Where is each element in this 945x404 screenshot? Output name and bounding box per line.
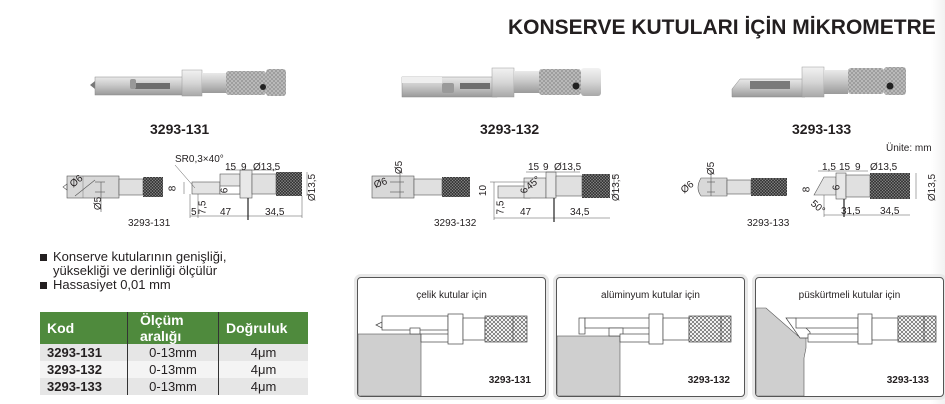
dim-133-right-d13: Ø13,5: [927, 173, 939, 202]
dim-131-sr: SR0,3×40°: [175, 154, 224, 165]
panel-caption: püskürtmeli kutular için: [798, 290, 901, 301]
dim-131-top-d13: Ø13,5: [253, 162, 281, 173]
panel-code: 3293-133: [886, 375, 929, 386]
sprayed-can-usage-icon: [756, 307, 937, 396]
dim-132-top-d13: Ø13,5: [554, 162, 582, 173]
cell-code: 3293-133: [40, 378, 128, 395]
dim-132-top-9: 9: [543, 162, 549, 173]
dim-133-d5: Ø5: [706, 161, 718, 176]
cell-accuracy: 4μm: [218, 344, 308, 361]
cell-accuracy: 4μm: [218, 378, 308, 395]
panel-code: 3293-132: [687, 375, 730, 386]
dim-132-top-15: 15: [528, 162, 540, 173]
product-code-133: 3293-133: [792, 121, 852, 137]
feature-list: Konserve kutularının genişliği, yüksekli…: [40, 250, 226, 292]
header-range: Ölçüm aralığı: [127, 312, 219, 344]
dim-133-top-d13: Ø13,5: [870, 162, 898, 173]
dim-133-top-1_5: 1,5: [822, 162, 836, 173]
header-code: Kod: [40, 312, 128, 344]
micrometer-photo-131-icon: [90, 65, 290, 105]
cell-range: 0-13mm: [127, 378, 219, 395]
dim-131-right-d13: Ø13,5: [307, 173, 319, 202]
dim-131-bottom-34_5: 34,5: [265, 207, 285, 218]
table-row: 3293-131 0-13mm 4μm: [40, 344, 308, 361]
dim-131-top-9: 9: [241, 162, 247, 173]
dim-133-d6: Ø6: [679, 178, 697, 197]
product-code-132: 3293-132: [480, 121, 540, 137]
table-row: 3293-132 0-13mm 4μm: [40, 361, 308, 378]
page-title: KONSERVE KUTULARI İÇİN MİKROMETRE: [508, 16, 936, 39]
cell-code: 3293-132: [40, 361, 128, 378]
spec-table: Kod Ölçüm aralığı Doğruluk 3293-131 0-13…: [40, 312, 308, 395]
dim-133-bottom-34_5: 34,5: [880, 206, 900, 217]
usage-panel-steel: çelik kutular için 3293-131: [357, 277, 546, 397]
cell-range: 0-13mm: [127, 361, 219, 378]
drawing-code-133: 3293-133: [747, 218, 790, 229]
steel-can-usage-icon: [358, 313, 528, 396]
dim-131-bottom-47: 47: [220, 207, 232, 218]
drawing-131-side-view: [174, 160, 310, 222]
dim-132-left-10: 10: [478, 184, 490, 197]
micrometer-photo-132-icon: [400, 65, 605, 105]
drawing-132-end-view: [370, 170, 480, 210]
dim-133-left-8: 8: [801, 186, 813, 193]
aluminium-can-usage-icon: [557, 313, 732, 396]
feature-item: Hassasiyet 0,01 mm: [40, 278, 226, 292]
header-accuracy: Doğruluk: [218, 312, 308, 344]
dim-132-left-6: 6: [519, 187, 531, 194]
dim-131-left-6: 6: [219, 187, 231, 194]
panel-code: 3293-131: [488, 375, 531, 386]
dim-132-bottom-34_5: 34,5: [570, 207, 590, 218]
dim-133-top-9: 9: [855, 162, 861, 173]
drawing-132-side-view: [490, 160, 620, 222]
dim-132-left-7_5: 7,5: [495, 200, 507, 215]
dim-131-left-7_5: 7,5: [197, 200, 209, 215]
table-header-row: Kod Ölçüm aralığı Doğruluk: [40, 312, 308, 344]
dim-133-bottom-31_5: 31,5: [841, 206, 861, 217]
dim-132-bottom-47: 47: [520, 207, 532, 218]
dim-132-d5: Ø5: [394, 160, 406, 175]
cell-code: 3293-131: [40, 344, 128, 361]
usage-panel-sprayed: püskürtmeli kutular için 3293-133: [755, 277, 944, 397]
dim-131-bottom-5: 5: [191, 207, 197, 218]
drawing-133-end-view: [695, 170, 795, 210]
dim-131-left-8: 8: [167, 185, 179, 192]
dim-133-left-6: 6: [831, 184, 843, 191]
table-row: 3293-133 0-13mm 4μm: [40, 378, 308, 395]
dim-131-d5: Ø5: [93, 196, 105, 211]
drawing-code-132: 3293-132: [434, 218, 477, 229]
drawing-131-end-view: [55, 170, 165, 212]
feature-item-continued: yüksekliği ve derinliği ölçülür: [53, 263, 218, 278]
unit-label: Ünite: mm: [886, 143, 932, 154]
panel-caption: çelik kutular için: [416, 290, 487, 301]
drawing-code-131: 3293-131: [128, 218, 171, 229]
dim-131-top-15: 15: [225, 162, 237, 173]
micrometer-photo-133-icon: [730, 63, 910, 103]
panel-caption: alüminyum kutular için: [601, 290, 700, 301]
drawing-133-side-view: [812, 165, 932, 220]
dim-132-right-d13: Ø13,5: [611, 173, 623, 202]
cell-accuracy: 4μm: [218, 361, 308, 378]
usage-panel-aluminium: alüminyum kutular için 3293-132: [556, 277, 745, 397]
product-code-131: 3293-131: [150, 121, 210, 137]
cell-range: 0-13mm: [127, 344, 219, 361]
dim-133-top-15: 15: [839, 162, 851, 173]
feature-item: Konserve kutularının genişliği,: [40, 250, 226, 264]
